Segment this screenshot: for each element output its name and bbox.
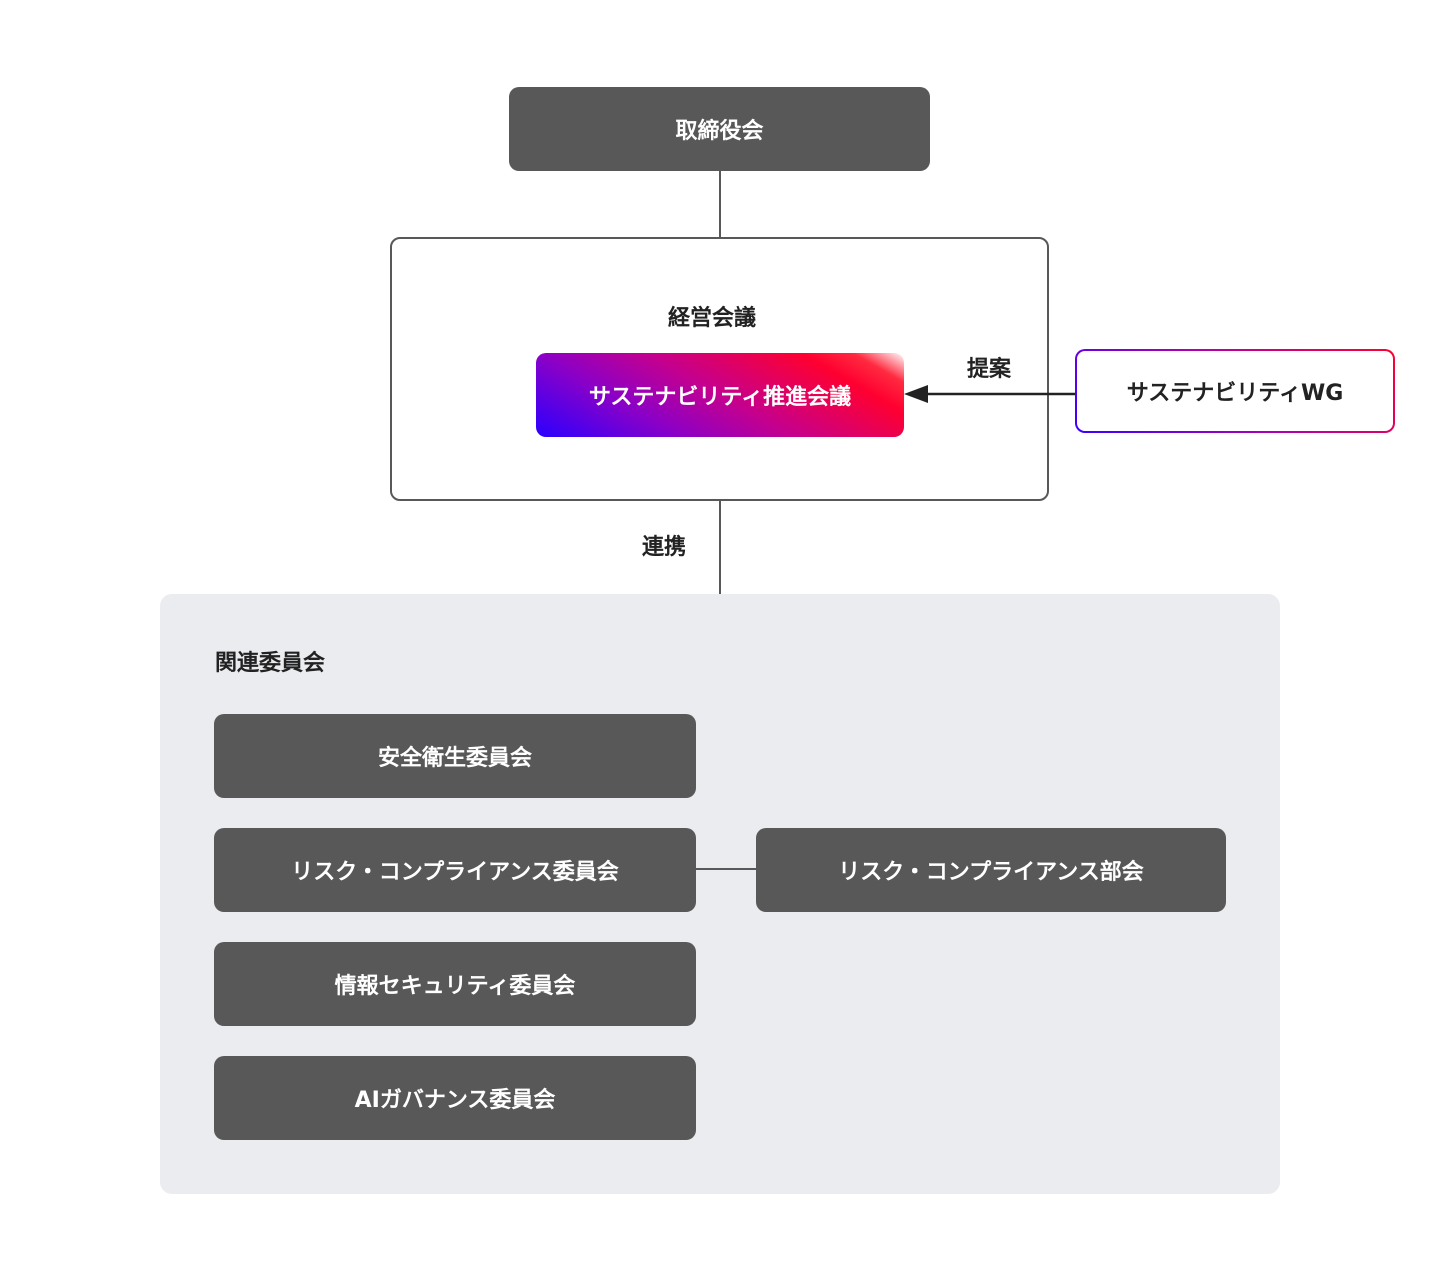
sustainability-wg-inner: サステナビリティWG <box>1077 351 1393 431</box>
committee-box-ai-governance: AIガバナンス委員会 <box>214 1056 696 1140</box>
subcommittee-label: リスク・コンプライアンス部会 <box>838 860 1144 885</box>
sustainability-wg-label: サステナビリティWG <box>1126 381 1344 406</box>
committee-label: AIガバナンス委員会 <box>354 1088 556 1113</box>
sustainability-promotion-council-box: サステナビリティ推進会議 <box>536 353 904 437</box>
coordination-label: 連携 <box>642 535 687 560</box>
proposal-arrow <box>904 385 1078 403</box>
connector-management-to-committees <box>719 501 721 595</box>
board-of-directors-label: 取締役会 <box>675 119 764 144</box>
sustainability-wg-box: サステナビリティWG <box>1075 349 1395 433</box>
committee-box-information-security: 情報セキュリティ委員会 <box>214 942 696 1026</box>
connector-risk-committee-to-subcommittee <box>696 868 756 870</box>
proposal-label: 提案 <box>967 357 1012 382</box>
risk-compliance-subcommittee-box: リスク・コンプライアンス部会 <box>756 828 1226 912</box>
connector-board-to-management <box>719 171 721 239</box>
committee-box-risk-compliance: リスク・コンプライアンス委員会 <box>214 828 696 912</box>
related-committees-title: 関連委員会 <box>215 651 326 676</box>
board-of-directors-box: 取締役会 <box>509 87 930 171</box>
committee-box-safety-health: 安全衛生委員会 <box>214 714 696 798</box>
committee-label: 安全衛生委員会 <box>377 746 532 771</box>
management-meeting-label: 経営会議 <box>668 306 757 331</box>
sustainability-promotion-council-label: サステナビリティ推進会議 <box>588 385 852 410</box>
committee-label: 情報セキュリティ委員会 <box>334 974 576 999</box>
committee-label: リスク・コンプライアンス委員会 <box>291 860 619 885</box>
proposal-arrowhead <box>904 385 928 403</box>
